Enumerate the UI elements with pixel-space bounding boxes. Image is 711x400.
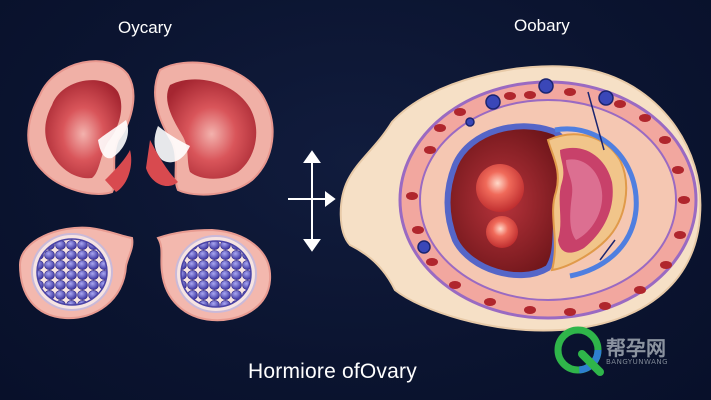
right-upper-ovary xyxy=(146,61,274,196)
watermark-logo xyxy=(554,326,604,376)
ovary-cross-section xyxy=(339,65,702,332)
caption: Hormiore ofOvary xyxy=(248,360,417,383)
right-follicle-cluster xyxy=(156,228,272,322)
left-title: Oycary xyxy=(118,18,172,37)
direction-arrows xyxy=(288,150,336,252)
left-follicle-cluster xyxy=(18,226,134,320)
right-title: Oobary xyxy=(514,16,570,35)
watermark-text: 帮孕网 xyxy=(606,336,666,360)
watermark-subtext: BANGYUNWANG xyxy=(606,358,669,366)
cell-ring xyxy=(406,88,690,316)
blue-nodes xyxy=(417,78,614,254)
left-upper-ovary xyxy=(27,60,135,195)
